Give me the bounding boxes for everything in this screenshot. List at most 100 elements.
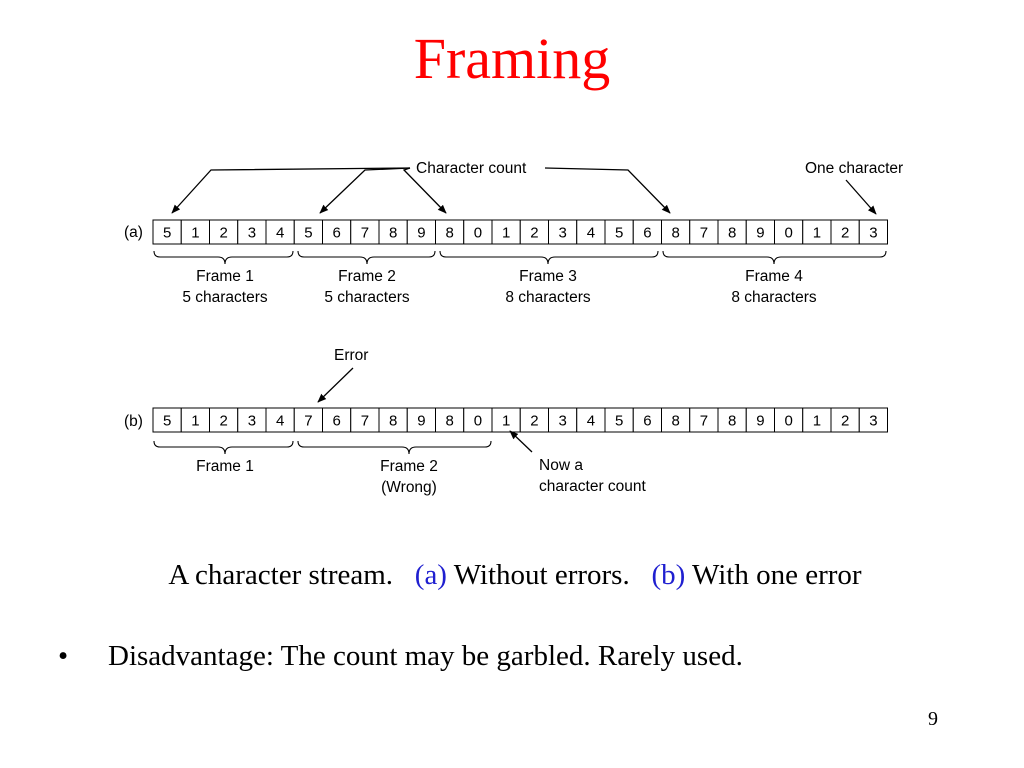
row-a-frame-1-name: Frame 1 [196, 268, 254, 285]
cell-value: 9 [417, 413, 425, 430]
cell-value: 2 [530, 413, 538, 430]
error-label: Error [334, 347, 368, 364]
cell-box [830, 407, 860, 433]
cell-value: 4 [587, 413, 595, 430]
cell-value: 5 [163, 413, 171, 430]
now-character-count-label: character count [539, 478, 647, 495]
cell-box [491, 407, 521, 433]
cell-value: 8 [728, 413, 736, 430]
cell-value: 2 [841, 413, 849, 430]
now-a-label: Now a [539, 457, 583, 474]
slide-title: Framing [413, 26, 611, 91]
cell-box [632, 219, 662, 245]
cell-value: 0 [474, 225, 482, 242]
one-character-arrow [845, 179, 877, 215]
cell-box [152, 407, 182, 433]
character-count-arrows [171, 167, 671, 214]
cell-value: 3 [869, 413, 877, 430]
cell-value: 8 [671, 225, 679, 242]
bullet-text: Disadvantage: The count may be garbled. … [108, 640, 743, 672]
cell-value: 7 [361, 413, 369, 430]
cell-box [265, 407, 295, 433]
cell-box [180, 407, 210, 433]
cell-value: 1 [813, 413, 821, 430]
row-a-frame-1-detail: 5 characters [182, 289, 268, 306]
cell-value: 6 [643, 413, 651, 430]
row-a-frame-2-detail: 5 characters [324, 289, 410, 306]
cell-value: 3 [248, 413, 256, 430]
cell-value: 3 [248, 225, 256, 242]
cell-value: 1 [502, 225, 510, 242]
cell-value: 2 [219, 225, 227, 242]
cell-box [858, 219, 888, 245]
cell-box [519, 407, 549, 433]
cell-value: 4 [587, 225, 595, 242]
cell-value: 6 [332, 413, 340, 430]
cell-value: 1 [191, 413, 199, 430]
cell-box [548, 407, 578, 433]
cell-value: 1 [191, 225, 199, 242]
cell-value: 5 [615, 225, 623, 242]
cell-value: 9 [756, 225, 764, 242]
cell-box [576, 219, 606, 245]
cell-value: 2 [530, 225, 538, 242]
cell-value: 8 [671, 413, 679, 430]
cell-value: 9 [417, 225, 425, 242]
cell-value: 5 [615, 413, 623, 430]
now-count-arrow [509, 430, 533, 453]
caption-marker-b: (b) [651, 559, 686, 591]
cell-value: 7 [304, 413, 312, 430]
cell-value: 8 [389, 413, 397, 430]
cell-box [293, 219, 323, 245]
error-arrow [317, 367, 354, 403]
cell-value: 7 [700, 413, 708, 430]
cell-box [322, 407, 352, 433]
cell-box [774, 407, 804, 433]
cell-box [519, 219, 549, 245]
cell-box [745, 407, 775, 433]
row-a-braces [153, 250, 887, 265]
caption-text-1: A character stream. [168, 559, 394, 591]
character-count-label: Character count [416, 160, 527, 177]
row-a-label: (a) [124, 224, 143, 241]
cell-box [491, 219, 521, 245]
cell-box [661, 407, 691, 433]
cell-value: 8 [728, 225, 736, 242]
cell-value: 0 [784, 413, 792, 430]
row-b-frame-2-name: Frame 2 [380, 458, 438, 475]
cell-value: 7 [700, 225, 708, 242]
bullet-item: •Disadvantage: The count may be garbled.… [58, 640, 743, 673]
cell-box [378, 219, 408, 245]
cell-value: 6 [332, 225, 340, 242]
cell-value: 4 [276, 225, 284, 242]
cell-box [209, 219, 239, 245]
cell-value: 1 [813, 225, 821, 242]
cell-value: 8 [445, 413, 453, 430]
caption-text-2: Without errors. [453, 559, 630, 591]
cell-box [745, 219, 775, 245]
row-a-frame-4-detail: 8 characters [731, 289, 817, 306]
cell-box [237, 219, 267, 245]
cell-value: 8 [445, 225, 453, 242]
one-character-label: One character [805, 160, 903, 177]
cell-value: 3 [558, 413, 566, 430]
cell-value: 5 [163, 225, 171, 242]
cell-box [802, 407, 832, 433]
cell-box [548, 219, 578, 245]
row-a-frame-4-name: Frame 4 [745, 268, 803, 285]
caption-text-3: With one error [692, 559, 862, 591]
row-b-frame-2-detail: (Wrong) [381, 479, 437, 496]
figure-caption: A character stream. (a) Without errors. … [0, 559, 1024, 592]
cell-value: 3 [558, 225, 566, 242]
cell-value: 7 [361, 225, 369, 242]
row-b-label: (b) [124, 413, 143, 430]
cell-box [661, 219, 691, 245]
cell-box [463, 407, 493, 433]
row-a-frame-3-name: Frame 3 [519, 268, 577, 285]
cell-box [237, 407, 267, 433]
cell-box [350, 219, 380, 245]
cell-box [604, 219, 634, 245]
